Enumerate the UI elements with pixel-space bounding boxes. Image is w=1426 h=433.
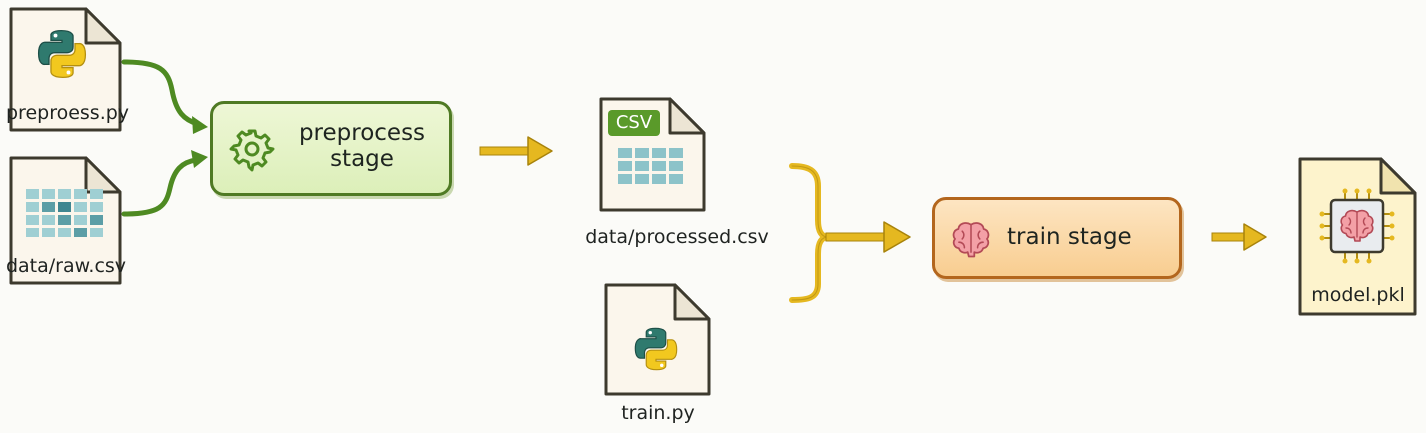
brain-icon: [949, 218, 993, 262]
preprocess-stage-label: preprocess stage: [279, 120, 445, 173]
raw-csv-label: data/raw.csv: [5, 255, 127, 277]
model-pkl-label: model.pkl: [1311, 284, 1405, 306]
raw-csv-file[interactable]: data/raw.csv: [6, 155, 126, 287]
train-stage[interactable]: train stage: [932, 197, 1182, 279]
arrowhead: [191, 150, 208, 168]
chip-brain-icon: [1319, 188, 1395, 264]
preprocess-py-label: preproess.py: [6, 102, 130, 124]
arrow-preprocess-to-processed-csv: [479, 136, 553, 166]
arrow-preprocess-py-to-stage: [121, 59, 201, 127]
model-pkl-file[interactable]: model.pkl: [1297, 156, 1419, 318]
arrowhead: [192, 116, 208, 134]
train-py-label: train.py: [621, 402, 695, 424]
preprocess-stage-line1: preprocess: [298, 120, 426, 146]
train-stage-label: train stage: [1007, 224, 1132, 250]
processed-csv-file[interactable]: CSV: [598, 96, 708, 214]
table-grid-icon: [618, 148, 683, 184]
preprocess-stage[interactable]: preprocess stage: [210, 101, 452, 196]
arrow-raw-csv-to-stage: [121, 157, 199, 217]
preprocess-stage-line2: stage: [330, 146, 394, 173]
csv-badge: CSV: [608, 110, 660, 136]
table-grid-icon: [26, 189, 103, 237]
arrow-train-to-model: [1211, 223, 1267, 251]
train-py-file[interactable]: [603, 282, 713, 398]
preprocess-py-file[interactable]: preproess.py: [6, 6, 130, 134]
processed-csv-label: data/processed.csv: [585, 226, 769, 248]
gear-icon: [229, 129, 275, 172]
